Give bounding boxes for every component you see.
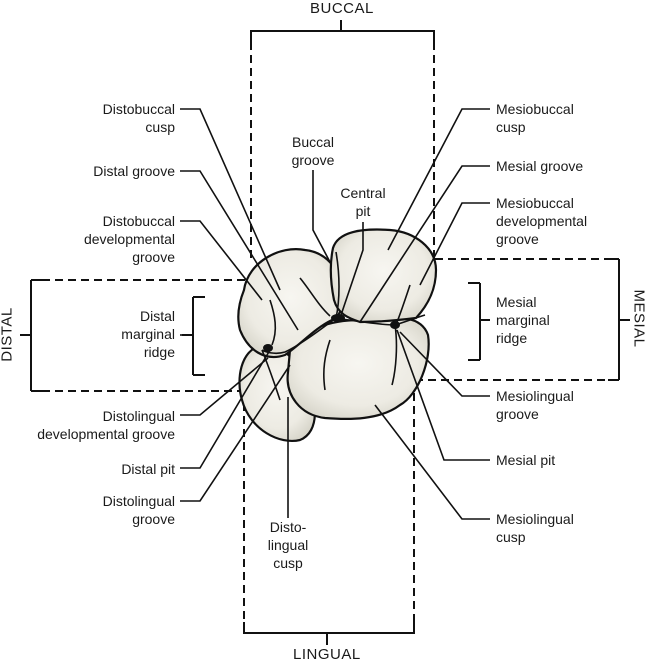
leader-distobuccal-cusp <box>180 108 281 291</box>
label-mesiolingual-groove: Mesiolingual groove <box>496 388 574 422</box>
leader-mesiolingual-groove <box>399 331 490 397</box>
label-mesial-pit: Mesial pit <box>496 452 556 468</box>
direction-label-distal: DISTAL <box>0 307 16 362</box>
label-distobuccal-developmental-groove: Distobuccal developmental groove <box>83 213 175 265</box>
leader-central-pit <box>339 222 364 319</box>
leader-mesiobuccal-developmental-groove <box>419 202 490 286</box>
distal-marginal-ridge-bracket <box>182 296 205 376</box>
leader-distobuccal-developmental-groove <box>180 220 263 301</box>
direction-label-mesial: MESIAL <box>630 289 648 348</box>
leader-mesiobuccal-cusp <box>387 108 490 251</box>
leader-distolingual-developmental-groove <box>180 357 269 416</box>
central-pit-mark <box>331 314 345 322</box>
buccal-bracket <box>250 20 435 42</box>
label-distolingual-groove: Distolingual groove <box>102 493 175 527</box>
label-distal-pit: Distal pit <box>121 461 175 477</box>
label-distal-marginal-ridge: Distal marginal ridge <box>121 308 175 360</box>
leader-distal-pit <box>180 349 271 469</box>
mesial-marginal-ridge-bracket <box>468 282 490 361</box>
leader-distolingual-groove <box>180 364 291 502</box>
lingual-bracket <box>243 622 415 645</box>
label-mesiobuccal-cusp: Mesiobuccal cusp <box>496 101 574 135</box>
direction-label-lingual: LINGUAL <box>293 646 361 663</box>
mesiobuccal-cusp-lobe <box>329 228 438 324</box>
label-distobuccal-cusp: Distobuccal cusp <box>102 101 175 135</box>
label-mesial-groove: Mesial groove <box>496 158 584 174</box>
leader-buccal-groove <box>312 170 331 263</box>
mesial-bracket <box>608 258 630 381</box>
leader-mesiolingual-cusp <box>374 404 490 520</box>
direction-label-buccal: BUCCAL <box>310 0 374 17</box>
leader-distal-groove <box>180 170 299 331</box>
label-distolingual-developmental-groove: Distolingual developmental groove <box>37 408 175 442</box>
leader-lines <box>180 108 490 520</box>
label-distolingual-cusp: Disto- lingual cusp <box>267 519 309 571</box>
distal-pit-mark <box>263 344 273 352</box>
label-mesiolingual-cusp: Mesiolingual cusp <box>496 511 574 545</box>
label-buccal-groove: Buccal groove <box>291 134 335 168</box>
label-mesial-marginal-ridge: Mesial marginal ridge <box>496 294 550 346</box>
leader-mesial-pit <box>396 329 490 461</box>
label-central-pit: Central pit <box>340 185 386 219</box>
label-mesiobuccal-developmental-groove: Mesiobuccal developmental groove <box>496 195 588 247</box>
grooves <box>261 251 426 401</box>
distal-bracket <box>20 279 42 392</box>
label-distal-groove: Distal groove <box>93 163 175 179</box>
mesial-pit-mark <box>390 321 400 329</box>
pits <box>263 314 400 352</box>
leader-mesial-groove <box>359 165 490 323</box>
